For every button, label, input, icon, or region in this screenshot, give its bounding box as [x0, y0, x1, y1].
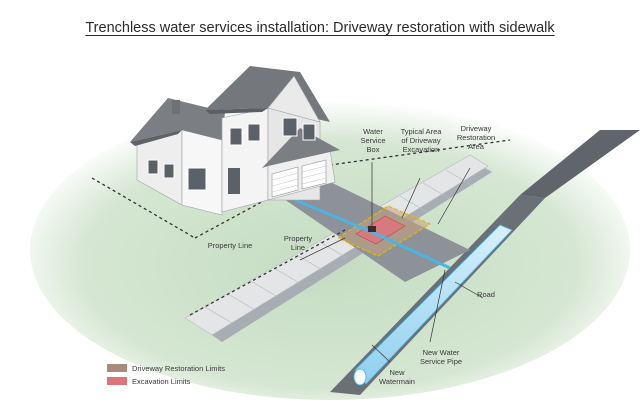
- road-far: [520, 130, 640, 198]
- excavation-zone: [355, 215, 406, 245]
- legend-swatch-restoration: [107, 364, 127, 372]
- legend-item-excavation: Excavation Limits: [107, 375, 225, 387]
- watermain-pipe-end: [353, 368, 367, 386]
- legend-item-restoration: Driveway Restoration Limits: [107, 362, 225, 374]
- window: [163, 163, 175, 179]
- legend-label-excavation: Excavation Limits: [132, 376, 191, 386]
- window: [229, 127, 243, 146]
- window: [247, 123, 261, 142]
- label-property-line-center: Property Line: [283, 234, 313, 252]
- window: [147, 159, 159, 175]
- label-typical-area: Typical Area of Driveway Excavation: [400, 127, 442, 154]
- garage-door-left: [271, 166, 299, 198]
- label-new-water-service-pipe: New Water Service Pipe: [419, 348, 463, 366]
- legend-swatch-excavation: [107, 377, 127, 385]
- window: [187, 167, 207, 191]
- window: [282, 117, 298, 137]
- label-property-line-left: Property Line: [207, 241, 253, 250]
- label-new-watermain: New Watermain: [379, 368, 415, 386]
- label-road: Road: [477, 290, 495, 299]
- house: [130, 66, 340, 216]
- legend: Driveway Restoration Limits Excavation L…: [107, 362, 225, 388]
- window: [302, 123, 316, 141]
- label-water-service-box: Water Service Box: [360, 127, 386, 154]
- label-driveway-restoration-area: Driveway Restoration Area: [456, 124, 496, 151]
- legend-label-restoration: Driveway Restoration Limits: [132, 363, 225, 373]
- diagram-title-text: Trenchless water services installation: …: [85, 20, 555, 36]
- diagram-title: Trenchless water services installation: …: [0, 20, 640, 36]
- front-door: [228, 168, 240, 194]
- water-service-box: [368, 226, 376, 232]
- curb: [212, 168, 492, 342]
- callout-lines: [299, 162, 484, 363]
- garage-door-right: [301, 159, 327, 190]
